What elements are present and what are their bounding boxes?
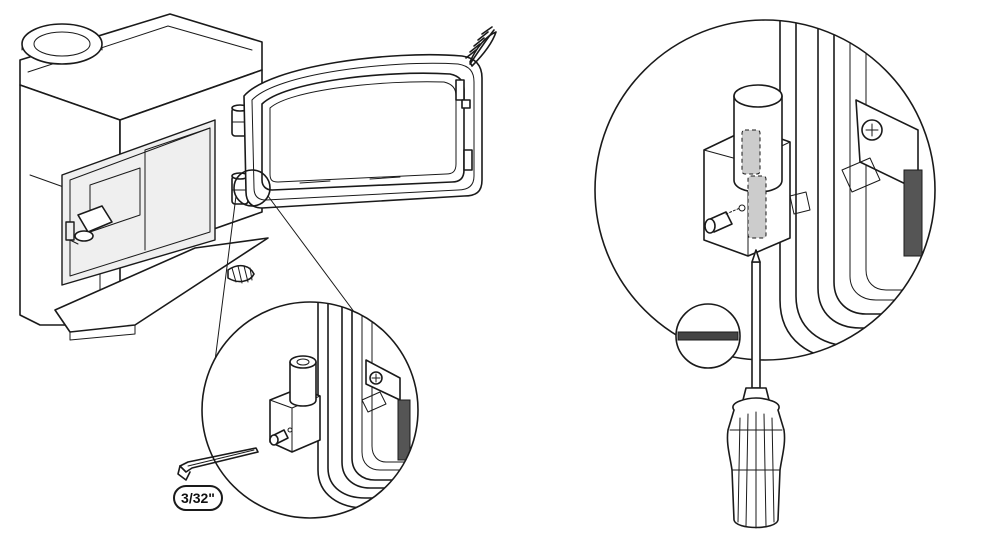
- stove-door: [231, 26, 497, 209]
- hinge-barrel: [289, 361, 317, 407]
- allen-wrench-size-callout: 3/32": [173, 485, 223, 511]
- detail-pointer-circle: [233, 169, 271, 207]
- detail-circle-border: [594, 19, 936, 361]
- hinge-pin-detail-magnified: [594, 19, 936, 361]
- allen-wrench-icon: [177, 447, 259, 481]
- hinge-pin-upper: [741, 129, 761, 175]
- door-hinge-detail-magnified: [201, 301, 419, 519]
- screwdriver-icon: [726, 249, 786, 529]
- screwdriver-shaft: [751, 261, 761, 389]
- set-screw-icon: [704, 204, 746, 234]
- set-screw-icon: [269, 427, 293, 446]
- wrench-size-label: 3/32": [181, 490, 215, 506]
- door-glass-frame: [261, 72, 465, 191]
- stove-illustration: [19, 13, 269, 341]
- hinge-pin-lower: [747, 175, 767, 239]
- door-handle-coil: [465, 26, 497, 67]
- firebox-opening: [61, 119, 216, 286]
- flue-collar: [21, 23, 103, 65]
- log: [77, 205, 113, 233]
- door-handle-spring: [227, 264, 255, 284]
- flat-tip-profile-icon: [675, 303, 741, 369]
- stove-ash-lip: [54, 237, 269, 333]
- detail-circle-border: [201, 301, 419, 519]
